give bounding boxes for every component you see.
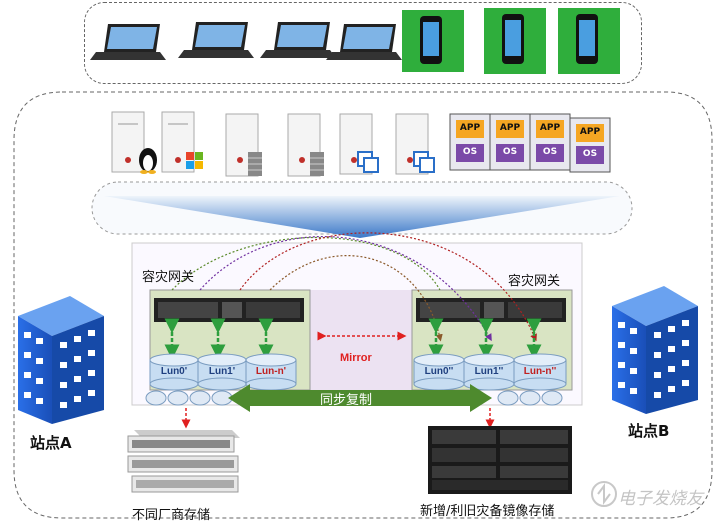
virtual-machine-icon (569, 117, 611, 173)
storage-array-right (428, 426, 572, 494)
mirror-zone (310, 290, 414, 390)
replication-arc (199, 236, 492, 342)
lun-connectors (164, 318, 542, 360)
server-icon (225, 113, 262, 177)
smartphone-icon (484, 8, 546, 74)
lun-label: Lun-n' (255, 366, 287, 377)
storage-array-left (127, 430, 240, 493)
laptop-icon (260, 22, 336, 58)
watermark-logo-icon (591, 481, 617, 507)
watermark-text: 电子发烧友 (618, 489, 703, 509)
sync-label: 同步复制 (320, 393, 373, 408)
vm-app-label: APP (539, 123, 561, 133)
laptop-icon (178, 22, 254, 58)
building-icon-site-a (18, 296, 104, 424)
virtual-machine-icon (449, 113, 491, 171)
sync-replication-arrow (228, 384, 492, 412)
lun-volume-left (197, 353, 247, 391)
replication-arc (171, 237, 441, 291)
vm-os-label: OS (542, 147, 558, 157)
virtual-machine-icon (529, 113, 571, 171)
linux-penguin-icon (139, 148, 157, 174)
host-access-cone (104, 196, 620, 238)
lun-label: Lun1' (208, 366, 236, 377)
server-icon (287, 113, 324, 177)
vm-os-label: OS (462, 147, 478, 157)
building-icon-site-b (612, 286, 698, 414)
replication-arc (239, 232, 537, 342)
vm-app-label: APP (499, 123, 521, 133)
vm-app-label: APP (459, 123, 481, 133)
site-b-label: 站点B (628, 422, 670, 440)
smartphone-icon (558, 8, 620, 74)
laptop-icon (90, 24, 166, 60)
server-icon (161, 111, 195, 173)
data-center-boundary (13, 91, 713, 519)
server-icon (395, 113, 435, 175)
mirror-label: Mirror (340, 352, 372, 364)
windows-logo-icon (186, 152, 203, 169)
lun-label: Lun-n'' (523, 366, 557, 377)
lun-label: Lun0' (160, 366, 188, 377)
virtual-machine-icon (489, 113, 531, 171)
lun-label: Lun1'' (474, 366, 504, 377)
storage-label-right: 新增/利旧灾备镜像存储 (420, 504, 555, 519)
storage-label-left: 不同厂商存储 (132, 508, 211, 523)
lun-label: Lun0'' (424, 366, 454, 377)
gateway-label-left: 容灾网关 (142, 270, 195, 285)
gateway-appliance-left (154, 298, 304, 322)
replication-arc (269, 255, 443, 342)
site-a-label: 站点A (30, 434, 72, 452)
smartphone-icon (402, 10, 464, 72)
lun-volume-right (463, 353, 515, 391)
vm-app-label: APP (579, 127, 601, 137)
laptop-icon (326, 24, 402, 60)
gateway-appliance-right (416, 298, 566, 322)
lun-volume-right (513, 353, 567, 391)
gateway-label-right: 容灾网关 (508, 274, 561, 289)
server-icon (339, 113, 379, 175)
vm-os-label: OS (502, 147, 518, 157)
vm-os-label: OS (582, 149, 598, 159)
server-icon (111, 111, 145, 173)
